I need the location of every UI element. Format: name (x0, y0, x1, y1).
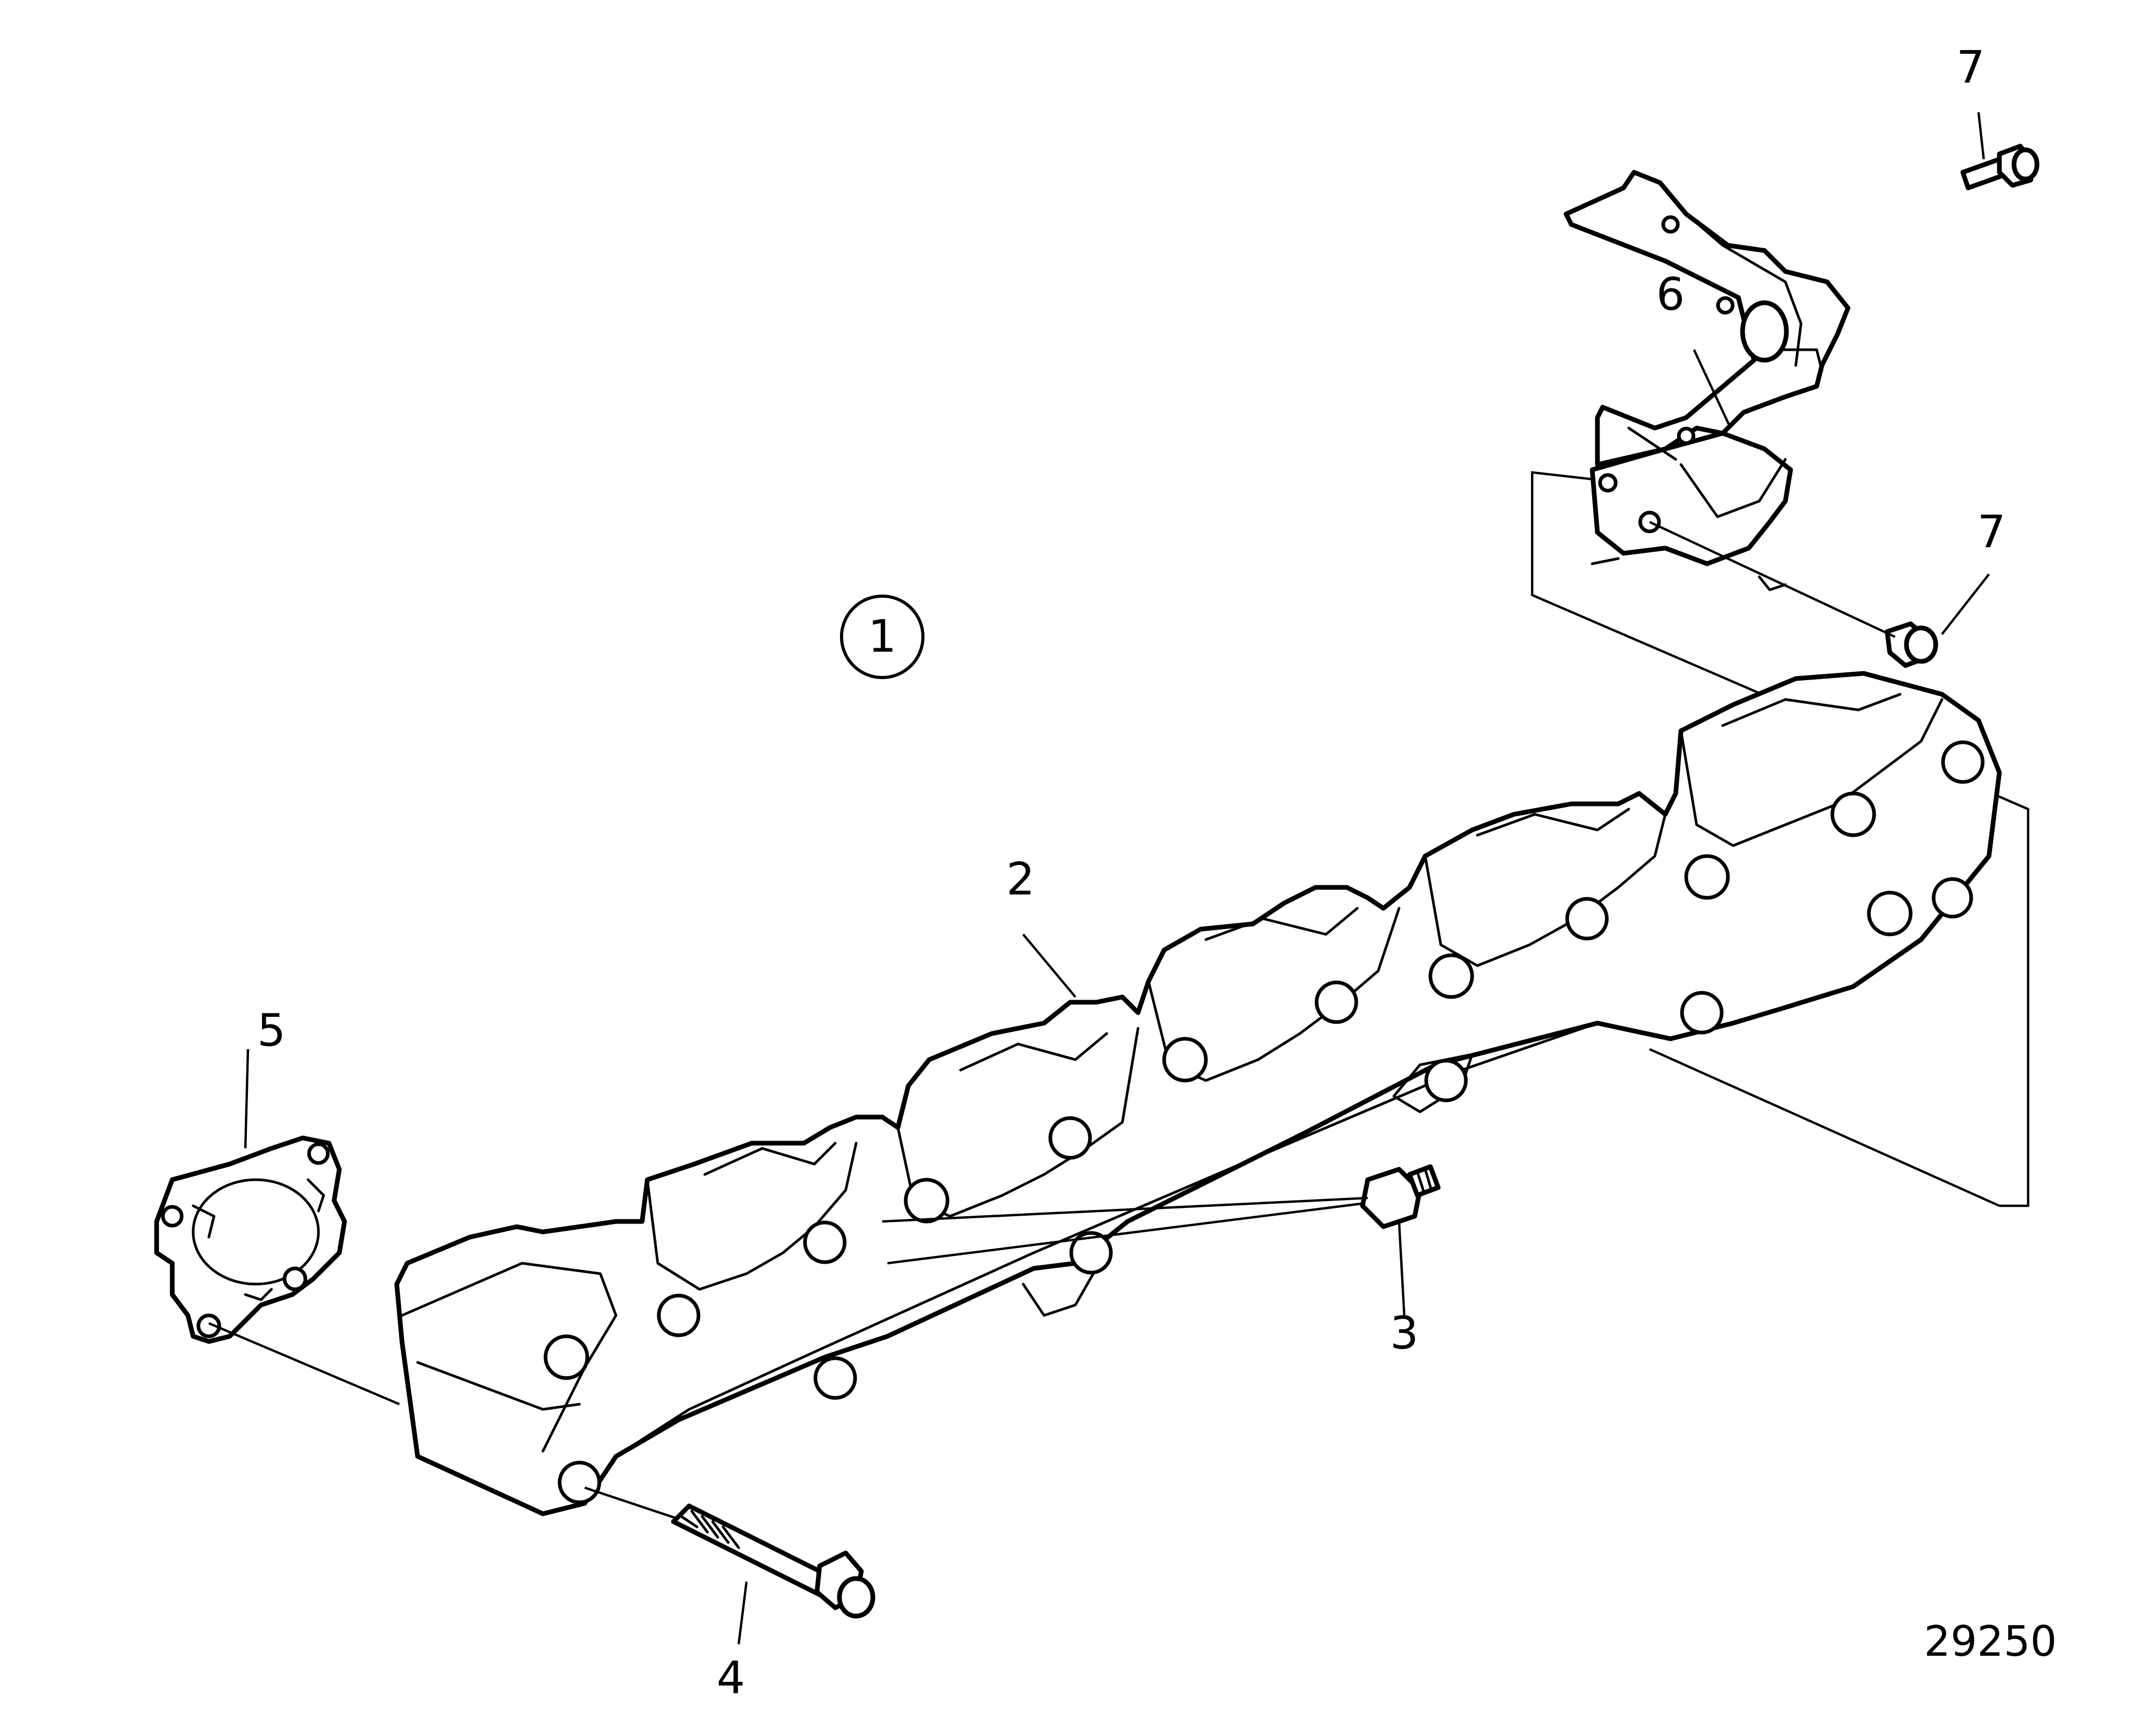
gasket-icon (154, 1135, 347, 1344)
threaded-nipple-icon (1360, 1164, 1441, 1229)
callout-6-label: 6 (1656, 268, 1685, 321)
exploded-line-3b (887, 1202, 1366, 1265)
exploded-line-4 (584, 1486, 679, 1521)
figure-number: 29250 (1924, 1617, 2057, 1666)
callout-7a-label: 7 (1957, 41, 1985, 93)
flange-bolt-icon (671, 1503, 875, 1619)
callout-1: 1 (840, 595, 925, 679)
callout-4-label: 4 (717, 1652, 745, 1704)
callout-2-label: 2 (1006, 853, 1035, 905)
leader-6 (1692, 349, 1732, 429)
callout-3-label: 3 (1390, 1307, 1419, 1359)
manifold-bolt-holes (543, 740, 1985, 1504)
leader-7b (1941, 573, 1990, 635)
leader-3 (1397, 1221, 1406, 1316)
leader-5 (244, 1049, 250, 1149)
leader-2 (1022, 933, 1076, 998)
leader-7a (1977, 112, 1985, 160)
exploded-line-7b (1649, 520, 1896, 638)
callout-7b-label: 7 (1977, 506, 2006, 558)
heat-shield-icon (1563, 170, 1851, 591)
exploded-line-5 (208, 1322, 400, 1406)
callout-1-label: 1 (868, 610, 897, 662)
exhaust-manifold-icon (394, 671, 2002, 1516)
leader-lines (208, 112, 1990, 1645)
callout-5-label: 5 (257, 1004, 286, 1057)
leader-4 (737, 1581, 748, 1645)
exploded-line-3a (882, 1196, 1368, 1223)
shield-screw-icon (1885, 144, 2040, 668)
